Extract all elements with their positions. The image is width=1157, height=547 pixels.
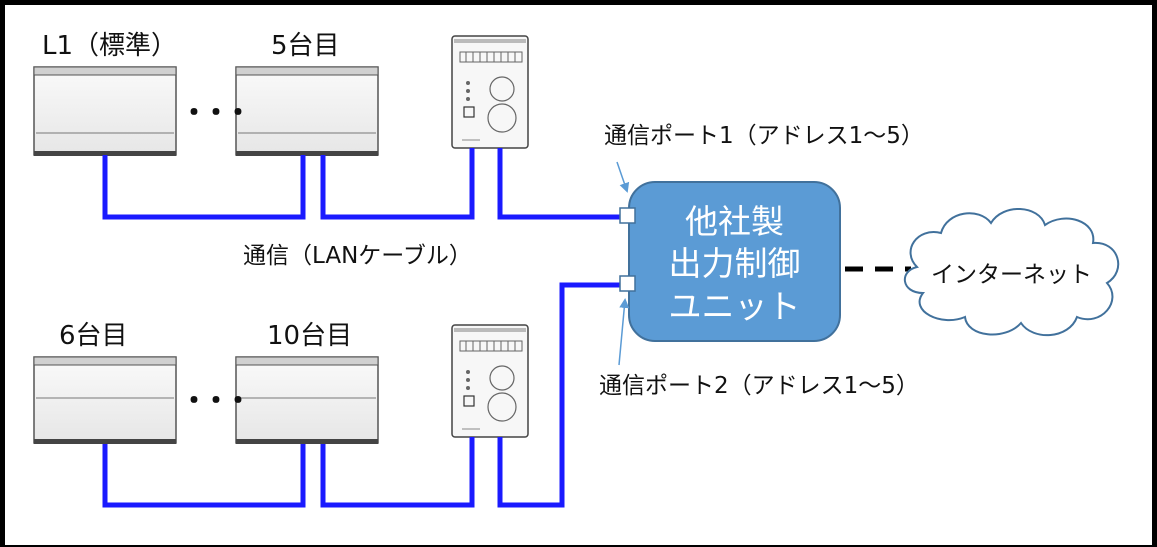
label-unit-5: 5台目 — [271, 31, 340, 61]
control-unit-line-2: 出力制御 — [668, 244, 801, 283]
cable-group-1 — [102, 148, 622, 220]
port-2-arrow — [618, 298, 630, 366]
internet-cloud-icon — [904, 208, 1120, 336]
port-2-icon — [619, 275, 636, 292]
label-port-2: 通信ポート2（アドレス1～5） — [599, 373, 919, 399]
power-conditioner-5 — [235, 66, 379, 156]
label-lan-cable: 通信（LANケーブル） — [243, 243, 472, 269]
label-unit-6: 6台目 — [59, 321, 128, 351]
label-internet: インターネット — [931, 262, 1092, 288]
port-1-arrow — [616, 161, 630, 193]
measurement-unit-1 — [451, 35, 529, 149]
cable-group-2 — [102, 282, 622, 508]
diagram-graphics — [33, 35, 1120, 508]
power-conditioner-10 — [235, 356, 379, 444]
control-unit-line-1: 他社製 — [685, 202, 784, 241]
port-1-icon — [619, 207, 636, 224]
measurement-unit-2 — [451, 324, 529, 438]
power-conditioner-l1 — [33, 66, 177, 156]
label-l1-standard: L1（標準） — [42, 31, 178, 61]
control-unit-line-3: ユニット — [668, 287, 801, 326]
label-port-1: 通信ポート1（アドレス1～5） — [604, 123, 924, 149]
label-unit-10: 10台目 — [267, 321, 353, 351]
ellipsis-group-1: ・・・ — [180, 96, 252, 129]
control-unit-box — [628, 181, 841, 342]
ellipsis-group-2: ・・・ — [180, 384, 252, 417]
power-conditioner-6 — [33, 356, 177, 444]
